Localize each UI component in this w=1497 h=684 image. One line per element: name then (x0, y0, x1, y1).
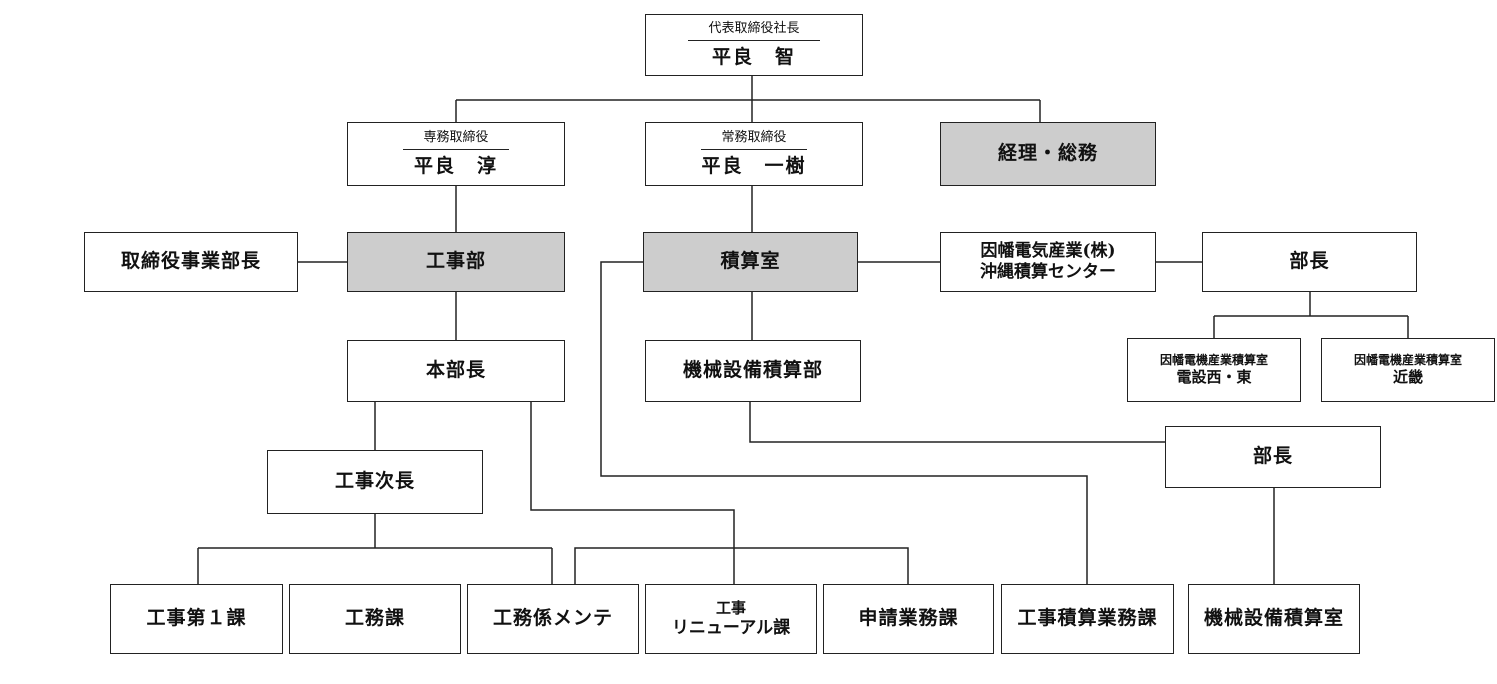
general-manager-label: 本部長 (425, 359, 486, 382)
section-box-7: 機械設備積算室 (1188, 584, 1360, 654)
inaba-center-line2: 沖縄積算センター (980, 262, 1116, 282)
machine-estimation-dept-label: 機械設備積算部 (682, 359, 823, 382)
inaba-kinki-line2: 近畿 (1392, 368, 1423, 387)
senior-director-name: 平良 淳 (413, 154, 498, 177)
construction-dept-label: 工事部 (425, 250, 486, 273)
inaba-east-line1: 因幡電機産業積算室 (1159, 353, 1268, 368)
senior-director-title: 専務取締役 (403, 130, 509, 150)
director-business-box: 取締役事業部長 (84, 232, 298, 292)
deputy-manager-box: 工事次長 (267, 450, 483, 514)
section-label-6: 工事積算業務課 (1017, 607, 1158, 630)
accounting-label: 経理・総務 (997, 142, 1098, 165)
general-manager-box: 本部長 (347, 340, 565, 402)
section-box-3: 工務係メンテ (467, 584, 639, 654)
section-box-6: 工事積算業務課 (1001, 584, 1174, 654)
section-label-5: 申請業務課 (858, 607, 959, 630)
machine-estimation-dept-box: 機械設備積算部 (645, 340, 861, 402)
section-box-4: 工事 リニューアル課 (645, 584, 817, 654)
managing-director-box: 常務取締役 平良 一樹 (645, 122, 863, 186)
section-label-2: 工務課 (344, 607, 405, 630)
section-label-3: 工務係メンテ (492, 607, 613, 630)
managing-director-name: 平良 一樹 (701, 154, 807, 177)
president-box: 代表取締役社長 平良 智 (645, 14, 863, 76)
section-box-1: 工事第１課 (110, 584, 283, 654)
manager-lower-box: 部長 (1165, 426, 1381, 488)
inaba-kinki-box: 因幡電機産業積算室 近畿 (1321, 338, 1495, 402)
inaba-kinki-line1: 因幡電機産業積算室 (1353, 353, 1462, 368)
inaba-center-line1: 因幡電気産業(株) (980, 240, 1116, 261)
president-name: 平良 智 (711, 45, 796, 68)
section-label-4-line2: リニューアル課 (671, 617, 791, 638)
manager-right-label: 部長 (1289, 250, 1330, 273)
inaba-east-line2: 電設西・東 (1176, 368, 1252, 387)
construction-dept-box: 工事部 (347, 232, 565, 292)
section-label-4-line1: 工事 (715, 599, 746, 617)
section-box-5: 申請業務課 (823, 584, 994, 654)
senior-director-box: 専務取締役 平良 淳 (347, 122, 565, 186)
section-box-2: 工務課 (289, 584, 461, 654)
managing-director-title: 常務取締役 (701, 130, 807, 150)
deputy-manager-label: 工事次長 (334, 470, 415, 493)
director-business-label: 取締役事業部長 (120, 250, 261, 273)
manager-right-box: 部長 (1202, 232, 1417, 292)
inaba-center-box: 因幡電気産業(株) 沖縄積算センター (940, 232, 1156, 292)
estimation-office-label: 積算室 (720, 250, 781, 273)
president-title: 代表取締役社長 (688, 21, 820, 41)
estimation-office-box: 積算室 (643, 232, 858, 292)
accounting-box: 経理・総務 (940, 122, 1156, 186)
inaba-east-box: 因幡電機産業積算室 電設西・東 (1127, 338, 1301, 402)
section-label-7: 機械設備積算室 (1203, 607, 1344, 630)
section-label-1: 工事第１課 (146, 607, 247, 630)
manager-lower-label: 部長 (1252, 445, 1293, 468)
